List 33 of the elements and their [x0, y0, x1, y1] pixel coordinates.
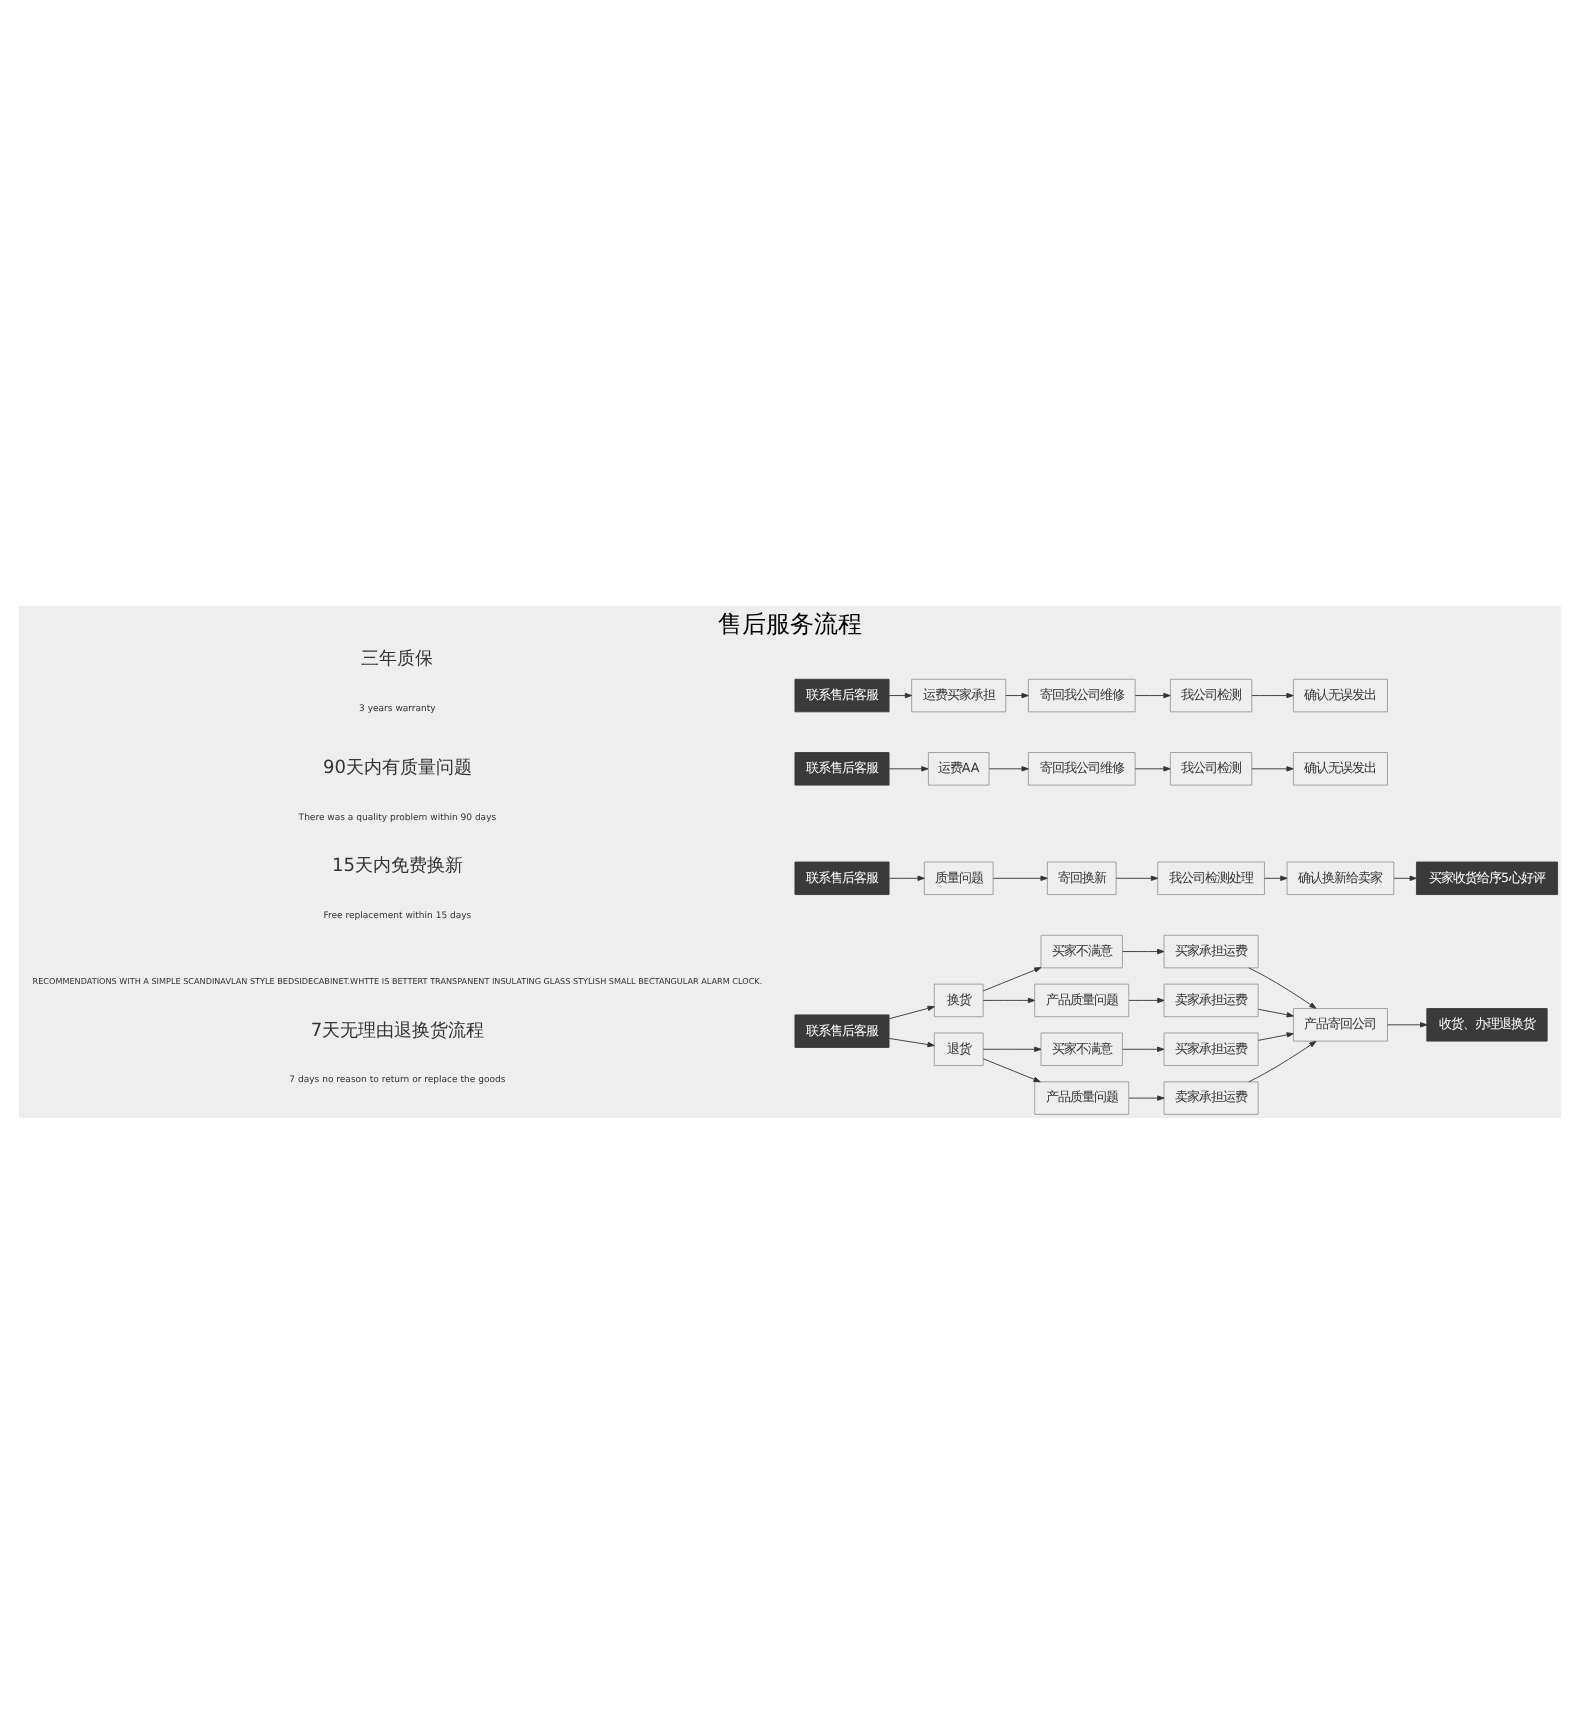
arrow	[1134, 691, 1171, 698]
diagram-title: 售后服务流程	[718, 609, 862, 638]
arrow	[982, 966, 1042, 991]
arrow	[888, 874, 925, 880]
arrow	[982, 1045, 1042, 1051]
arrow	[1387, 1021, 1428, 1027]
arrow	[1122, 1045, 1165, 1051]
arrow	[1134, 765, 1171, 771]
arrow	[888, 1037, 935, 1047]
arrow	[1248, 966, 1317, 1008]
arrow	[1264, 874, 1288, 880]
arrow	[1251, 765, 1294, 771]
arrow	[1128, 996, 1165, 1003]
arrow	[988, 765, 1029, 771]
arrow	[1248, 1039, 1317, 1082]
arrow	[1005, 691, 1029, 698]
label: 三年质保	[361, 648, 434, 669]
arrow	[982, 1057, 1041, 1082]
arrow	[888, 765, 929, 771]
label: 90天内有质量问题	[322, 758, 472, 779]
arrow	[992, 874, 1048, 880]
arrow	[1251, 691, 1294, 698]
arrow	[888, 691, 913, 698]
arrow	[1257, 1031, 1294, 1040]
arrow	[1115, 874, 1159, 880]
label: 15天内免费换新	[331, 856, 463, 877]
arrow	[1257, 1007, 1294, 1017]
arrow	[1393, 874, 1417, 880]
arrow	[888, 1004, 935, 1019]
arrow	[982, 996, 1036, 1003]
arrow	[1122, 947, 1165, 954]
arrow	[1128, 1094, 1165, 1100]
label: 7天无理由退换货流程	[310, 1020, 485, 1041]
